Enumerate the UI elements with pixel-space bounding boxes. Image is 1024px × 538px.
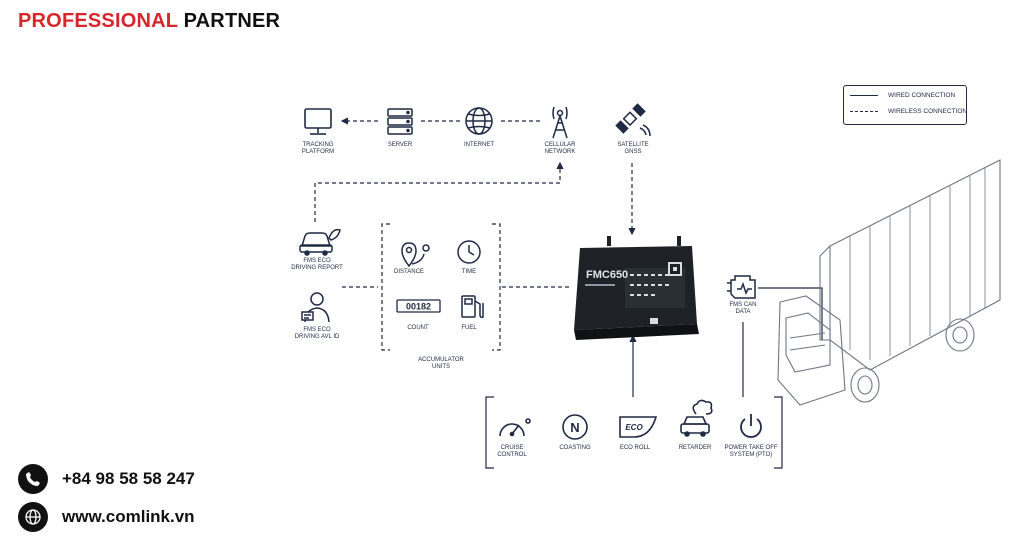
- eco-driving-report-label: FMS ECO DRIVING REPORT: [291, 258, 343, 271]
- power-icon: [740, 414, 762, 438]
- cellular-network-label: CELLULAR NETWORK: [544, 142, 576, 155]
- website-contact[interactable]: www.comlink.vn: [18, 502, 195, 532]
- brand-title: PROFESSIONAL PARTNER: [18, 10, 280, 33]
- truck-illustration: [777, 159, 1001, 406]
- satellite-icon: [615, 103, 651, 137]
- driver-person-icon: [301, 292, 330, 323]
- legend: WIRED CONNECTION WIRELESS CONNECTION: [843, 85, 967, 125]
- brand-rest: PARTNER: [183, 10, 281, 32]
- legend-wireless: WIRELESS CONNECTION: [850, 108, 967, 115]
- legend-wired: WIRED CONNECTION: [850, 92, 955, 99]
- cruise-control-label: CRUISE CONTROL: [497, 445, 527, 458]
- eco-glyph: ECO: [625, 423, 643, 432]
- clock-icon: [457, 240, 481, 264]
- device-model-label: FMC650: [586, 269, 628, 281]
- monitor-icon: [304, 108, 332, 135]
- link-fms-truck: [758, 287, 823, 340]
- map-pin-icon: [401, 242, 430, 268]
- eco-roll-label: ECO ROLL: [619, 445, 651, 451]
- pto-label: POWER TAKE OFF SYSTEM (PTO): [724, 445, 778, 458]
- speedometer-icon: [499, 418, 531, 437]
- legend-wired-label: WIRED CONNECTION: [888, 92, 956, 99]
- eco-driving-avl-label: FMS ECO DRIVING AVL ID: [294, 327, 340, 340]
- globe-web-icon: [18, 502, 48, 532]
- fmc650-device: FMC650: [574, 236, 699, 340]
- globe-icon: [465, 107, 493, 135]
- phone-number[interactable]: +84 98 58 58 247: [62, 469, 195, 488]
- tracking-platform-label: TRACKING PLATFORM: [301, 142, 335, 155]
- retarder-car-icon: [680, 399, 713, 437]
- distance-label: DISTANCE: [394, 269, 424, 275]
- coasting-label: COASTING: [559, 445, 591, 451]
- coasting-glyph: N: [570, 420, 579, 435]
- satellite-gnss-label: SATELLITE GNSS: [617, 142, 649, 155]
- fuel-label: FUEL: [461, 325, 477, 331]
- bottom-bracket: [485, 396, 783, 469]
- accumulator-bracket: [381, 223, 501, 351]
- phone-contact[interactable]: +84 98 58 58 247: [18, 464, 195, 494]
- counter-digits: 00182: [406, 302, 431, 312]
- accumulator-units-label: ACCUMULATOR UNITS: [418, 357, 464, 370]
- legend-wireless-label: WIRELESS CONNECTION: [888, 108, 968, 115]
- fuel-pump-icon: [461, 295, 484, 318]
- brand-accent: PROFESSIONAL: [18, 10, 178, 32]
- cell-tower-icon: [552, 106, 568, 139]
- counter-icon: 00182: [396, 299, 441, 313]
- internet-label: INTERNET: [464, 142, 494, 148]
- legend-wired-line: [850, 95, 878, 96]
- server-icon: [387, 108, 413, 135]
- eco-roll-icon: ECO: [619, 416, 658, 438]
- link-report-cellular: [314, 161, 564, 222]
- phone-icon: [18, 464, 48, 494]
- fms-can-data-label: FMS CAN DATA: [729, 302, 757, 315]
- retarder-label: RETARDER: [678, 445, 712, 451]
- count-label: COUNT: [407, 325, 429, 331]
- eco-car-icon: [299, 228, 341, 256]
- legend-wireless-line: [850, 111, 878, 112]
- website-url[interactable]: www.comlink.vn: [62, 507, 195, 526]
- engine-icon: [727, 275, 756, 299]
- server-label: SERVER: [387, 142, 413, 148]
- time-label: TIME: [461, 269, 477, 275]
- coasting-icon: N: [562, 414, 588, 440]
